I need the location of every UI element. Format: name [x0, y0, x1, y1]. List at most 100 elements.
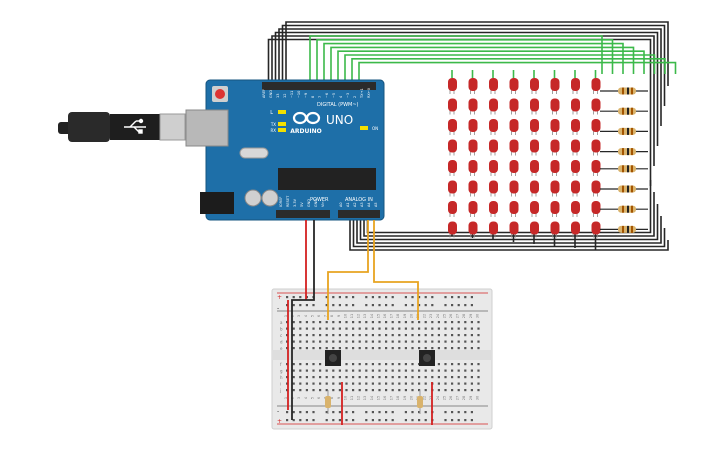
breadboard-hole[interactable] — [404, 347, 407, 350]
breadboard-hole[interactable] — [457, 321, 460, 324]
breadboard-hole[interactable] — [305, 389, 308, 392]
breadboard-hole[interactable] — [404, 411, 407, 414]
breadboard-hole[interactable] — [352, 327, 355, 330]
breadboard-hole[interactable] — [299, 382, 302, 385]
matrix-wire[interactable] — [358, 61, 677, 90]
matrix-led[interactable] — [489, 201, 498, 217]
breadboard-hole[interactable] — [424, 347, 427, 350]
breadboard-hole[interactable] — [464, 296, 467, 299]
breadboard-hole[interactable] — [312, 419, 315, 422]
breadboard-hole[interactable] — [437, 347, 440, 350]
breadboard-hole[interactable] — [451, 304, 454, 307]
breadboard-hole[interactable] — [418, 296, 421, 299]
breadboard-hole[interactable] — [345, 363, 348, 366]
breadboard-hole[interactable] — [391, 389, 394, 392]
breadboard-hole[interactable] — [365, 363, 368, 366]
matrix-led[interactable] — [571, 160, 580, 176]
breadboard-hole[interactable] — [411, 389, 414, 392]
breadboard-hole[interactable] — [437, 334, 440, 337]
breadboard-hole[interactable] — [305, 334, 308, 337]
breadboard-hole[interactable] — [477, 321, 480, 324]
breadboard-hole[interactable] — [338, 389, 341, 392]
breadboard-hole[interactable] — [385, 334, 388, 337]
breadboard-hole[interactable] — [299, 296, 302, 299]
matrix-led[interactable] — [530, 98, 539, 115]
matrix-led[interactable] — [591, 78, 601, 94]
breadboard-hole[interactable] — [292, 304, 295, 307]
breadboard-hole[interactable] — [451, 389, 454, 392]
matrix-led[interactable] — [509, 221, 519, 238]
breadboard-hole[interactable] — [352, 296, 355, 299]
power-header[interactable] — [276, 210, 330, 218]
breadboard-hole[interactable] — [319, 340, 322, 343]
breadboard-hole[interactable] — [477, 347, 480, 350]
breadboard-hole[interactable] — [292, 296, 295, 299]
breadboard-hole[interactable] — [371, 389, 374, 392]
breadboard-hole[interactable] — [365, 296, 368, 299]
breadboard-hole[interactable] — [352, 382, 355, 385]
breadboard-hole[interactable] — [451, 327, 454, 330]
breadboard-hole[interactable] — [338, 296, 341, 299]
breadboard-hole[interactable] — [431, 296, 434, 299]
breadboard-hole[interactable] — [292, 411, 295, 414]
breadboard-hole[interactable] — [457, 347, 460, 350]
breadboard-hole[interactable] — [332, 411, 335, 414]
breadboard-hole[interactable] — [312, 327, 315, 330]
breadboard-hole[interactable] — [424, 304, 427, 307]
usb-cable[interactable] — [58, 112, 186, 142]
breadboard-hole[interactable] — [345, 340, 348, 343]
reset-button-cap[interactable] — [215, 89, 225, 99]
breadboard-hole[interactable] — [418, 334, 421, 337]
wire-button-a[interactable] — [327, 220, 369, 320]
breadboard-hole[interactable] — [312, 369, 315, 372]
breadboard-hole[interactable] — [385, 321, 388, 324]
breadboard-hole[interactable] — [470, 304, 473, 307]
breadboard-hole[interactable] — [345, 347, 348, 350]
matrix-led[interactable] — [591, 201, 601, 217]
breadboard-hole[interactable] — [325, 304, 328, 307]
matrix-led[interactable] — [591, 160, 601, 176]
breadboard-hole[interactable] — [444, 334, 447, 337]
breadboard-hole[interactable] — [398, 382, 401, 385]
breadboard-hole[interactable] — [444, 376, 447, 379]
wire-button-b[interactable] — [373, 220, 419, 320]
matrix-led[interactable] — [509, 201, 519, 217]
breadboard-hole[interactable] — [365, 321, 368, 324]
breadboard-hole[interactable] — [411, 369, 414, 372]
breadboard-hole[interactable] — [437, 340, 440, 343]
matrix-led[interactable] — [448, 98, 457, 115]
breadboard-hole[interactable] — [404, 376, 407, 379]
matrix-led[interactable] — [468, 221, 478, 238]
breadboard-hole[interactable] — [464, 340, 467, 343]
breadboard-hole[interactable] — [319, 363, 322, 366]
breadboard-hole[interactable] — [391, 363, 394, 366]
breadboard-hole[interactable] — [338, 334, 341, 337]
matrix-led[interactable] — [591, 98, 601, 115]
matrix-led[interactable] — [489, 78, 498, 94]
matrix-wire[interactable] — [359, 204, 659, 241]
breadboard-hole[interactable] — [391, 334, 394, 337]
breadboard-hole[interactable] — [391, 327, 394, 330]
breadboard-hole[interactable] — [404, 363, 407, 366]
breadboard-hole[interactable] — [398, 321, 401, 324]
breadboard-hole[interactable] — [299, 411, 302, 414]
row-resistors[interactable] — [600, 87, 648, 233]
breadboard-hole[interactable] — [404, 327, 407, 330]
matrix-led[interactable] — [530, 201, 539, 217]
breadboard-hole[interactable] — [365, 340, 368, 343]
matrix-led[interactable] — [489, 98, 498, 115]
breadboard-hole[interactable] — [319, 389, 322, 392]
matrix-led[interactable] — [489, 180, 498, 197]
breadboard-hole[interactable] — [477, 340, 480, 343]
breadboard-hole[interactable] — [457, 363, 460, 366]
breadboard-hole[interactable] — [457, 369, 460, 372]
breadboard-hole[interactable] — [457, 327, 460, 330]
breadboard-hole[interactable] — [352, 389, 355, 392]
breadboard-hole[interactable] — [411, 419, 414, 422]
breadboard-hole[interactable] — [404, 382, 407, 385]
breadboard-hole[interactable] — [325, 340, 328, 343]
matrix-led[interactable] — [509, 180, 519, 197]
breadboard-hole[interactable] — [358, 363, 361, 366]
matrix-wire[interactable] — [363, 192, 655, 237]
matrix-led[interactable] — [468, 119, 478, 135]
